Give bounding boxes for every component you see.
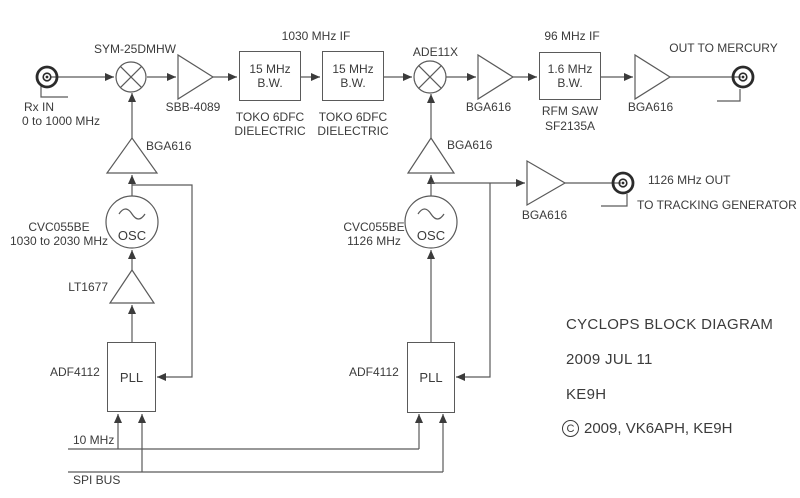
filter3-part-line1: RFM SAW	[541, 104, 599, 118]
pll1-box: PLL	[107, 342, 156, 412]
osc2-text: OSC	[416, 228, 446, 243]
mercury-out-label: OUT TO MERCURY	[669, 41, 778, 55]
mixer2-icon	[413, 60, 447, 94]
osc2-part: CVC055BE	[343, 220, 405, 234]
copyright-icon: C	[562, 420, 579, 437]
lo1-amp-label: BGA616	[146, 139, 192, 153]
rx-connector-icon	[35, 65, 59, 89]
copyright-text: 2009, VK6APH, KE9H	[584, 420, 733, 437]
amp3-icon	[634, 53, 672, 101]
filter1-part-line1: TOKO 6DFC	[235, 110, 305, 124]
mercury-ground-icon	[717, 89, 741, 102]
mixer1-label: SYM-25DMHW	[93, 42, 176, 56]
amp1-icon	[177, 53, 215, 101]
tracking-ground-icon	[601, 194, 628, 207]
osc1-icon	[105, 195, 159, 249]
osc1-text: OSC	[117, 228, 147, 243]
lo1-buffer-icon	[108, 268, 156, 304]
osc1-range: 1030 to 2030 MHz	[9, 234, 109, 248]
pll2-part-label: ADF4112	[349, 365, 399, 379]
filter1-part-label: TOKO 6DFC DIELECTRIC	[232, 110, 308, 138]
lo2-amp-icon	[406, 136, 456, 174]
pll1-part-label: ADF4112	[50, 365, 100, 379]
diagram-title: CYCLOPS BLOCK DIAGRAM	[566, 316, 774, 333]
copyright-line: C 2009, VK6APH, KE9H	[562, 420, 732, 437]
rx-ground-icon	[40, 86, 68, 98]
diagram-author: KE9H	[566, 386, 607, 403]
tracking-out-label1: 1126 MHz OUT	[648, 173, 731, 187]
if2-label: 96 MHz IF	[544, 29, 600, 43]
wires	[40, 73, 741, 473]
reference-bus-label: 10 MHz	[73, 433, 115, 447]
filter2-part-line2: DIELECTRIC	[317, 123, 389, 138]
pll2-text: PLL	[419, 370, 443, 385]
lo1-buffer-label: LT1677	[68, 280, 108, 294]
pll1-text: PLL	[119, 369, 144, 385]
filter2-bw: 15 MHz	[332, 62, 374, 76]
diagram-date: 2009 JUL 11	[566, 351, 653, 368]
amp1-label: SBB-4089	[165, 100, 221, 114]
mixer2-label: ADE11X	[412, 45, 459, 59]
osc2-part-label: CVC055BE 1126 MHz	[340, 220, 408, 248]
pll2-box: PLL	[407, 342, 455, 413]
filter2-box: 15 MHz B.W.	[322, 51, 384, 101]
filter2-part-label: TOKO 6DFC DIELECTRIC	[315, 110, 391, 138]
tracking-amp-icon	[526, 159, 567, 207]
filter3-bw2: B.W.	[557, 76, 583, 90]
mercury-out-connector-icon	[731, 65, 755, 89]
tracking-amp-label: BGA616	[521, 208, 568, 222]
filter2-bw2: B.W.	[340, 76, 366, 90]
filter3-part-label: RFM SAW SF2135A	[532, 104, 608, 134]
amp3-label: BGA616	[627, 100, 674, 114]
filter2-part-line1: TOKO 6DFC	[318, 110, 388, 124]
filter1-part-line2: DIELECTRIC	[234, 123, 306, 138]
tracking-out-label2: TO TRACKING GENERATOR	[637, 198, 797, 212]
tracking-out-connector-icon	[611, 171, 635, 195]
filter1-bw2: B.W.	[257, 76, 283, 90]
osc1-part-label: CVC055BE 1030 to 2030 MHz	[6, 220, 112, 248]
filter1-box: 15 MHz B.W.	[239, 51, 301, 101]
filter3-box: 1.6 MHz B.W.	[539, 52, 601, 100]
amp2-icon	[477, 53, 515, 101]
lo1-amp-icon	[105, 136, 159, 174]
rx-input-range: 0 to 1000 MHz	[22, 114, 101, 128]
mixer1-icon	[115, 61, 147, 93]
spi-bus-label: SPI BUS	[73, 473, 121, 487]
osc1-part: CVC055BE	[28, 220, 90, 234]
amp2-label: BGA616	[465, 100, 512, 114]
filter3-bw: 1.6 MHz	[547, 62, 593, 76]
lo2-amp-label: BGA616	[447, 138, 493, 152]
osc2-icon	[404, 195, 458, 249]
sine-wave-icon	[417, 208, 445, 220]
filter1-bw: 15 MHz	[249, 62, 291, 76]
osc2-range: 1126 MHz	[347, 234, 401, 248]
sine-wave-icon	[118, 208, 146, 220]
filter3-part-line2: SF2135A	[544, 119, 596, 133]
rx-input-label: Rx IN	[24, 100, 54, 114]
if1-label: 1030 MHz IF	[281, 29, 351, 43]
